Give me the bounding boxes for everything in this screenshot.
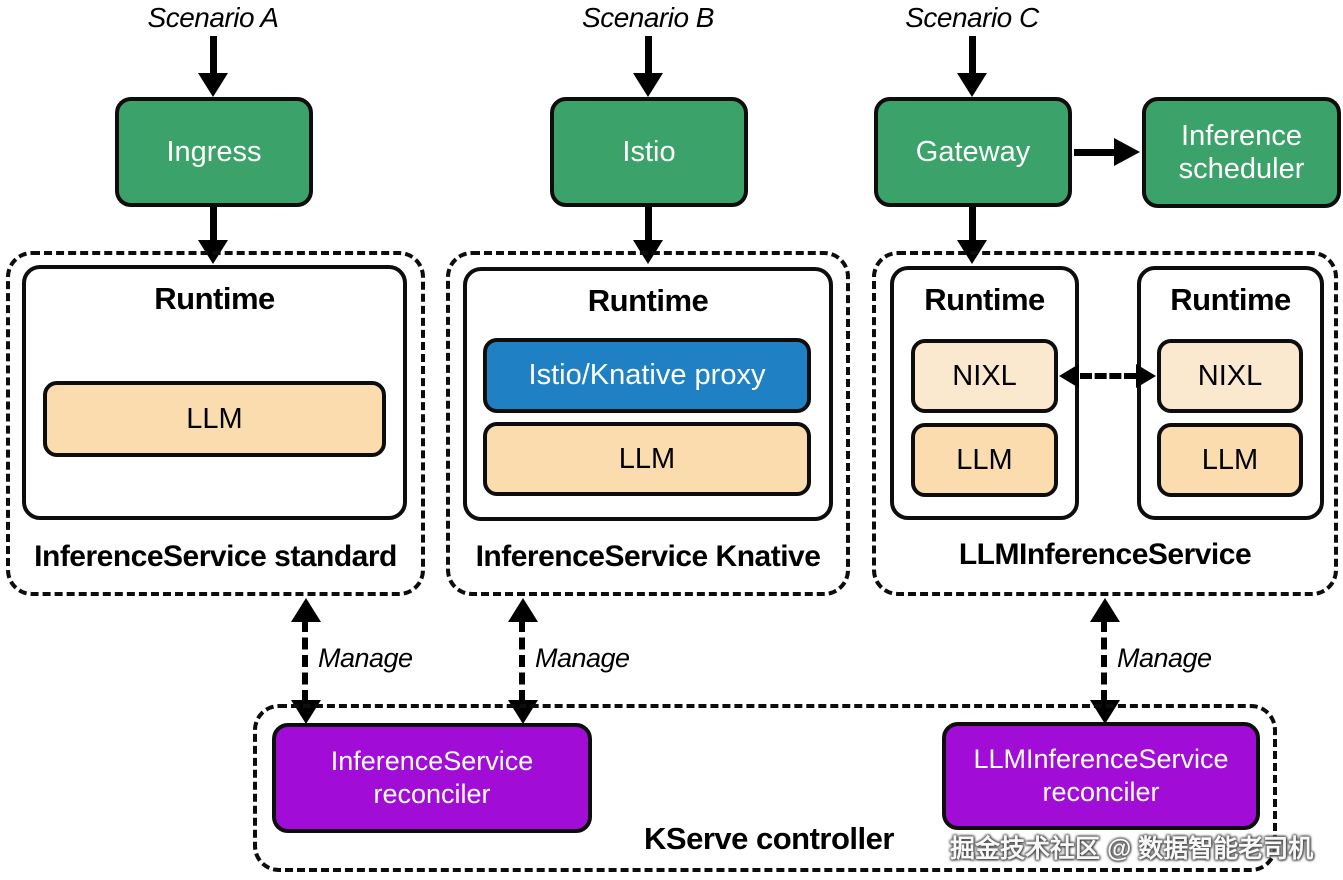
group-llminferenceservice	[872, 251, 1338, 596]
arrow-nixl-right-head	[1136, 364, 1156, 388]
arrow-gateway-scheduler-head	[1114, 138, 1140, 166]
arrow-scenario-c-shaft	[969, 36, 976, 76]
arrow-scenario-a-head	[198, 73, 228, 97]
group-label-kserve: KServe controller	[644, 821, 894, 856]
manage-label-3: Manage	[1117, 643, 1212, 673]
node-llm-llmis-1: LLM	[911, 423, 1058, 497]
manage-arrow-3-up-head	[1090, 598, 1120, 622]
manage-label-2: Manage	[535, 643, 630, 673]
arrow-scenario-b-shaft	[645, 36, 652, 76]
arrow-scenario-a-shaft	[210, 36, 217, 76]
runtime-title-standard: Runtime	[154, 281, 275, 316]
arrow-nixl-left-head	[1059, 364, 1079, 388]
arrow-gateway-runtime-shaft	[969, 207, 976, 243]
runtime-title-knative: Runtime	[587, 283, 709, 318]
node-llminferenceservice-reconciler: LLMInferenceService reconciler	[942, 722, 1260, 830]
group-inferenceservice-knative	[446, 251, 850, 596]
arrow-ingress-runtime-shaft	[210, 207, 217, 243]
node-istio: Istio	[550, 97, 748, 207]
manage-arrow-2-up-head	[508, 598, 538, 622]
group-label-llm-service: LLMInferenceService	[958, 538, 1252, 571]
group-kserve-controller	[253, 704, 1277, 872]
runtime-title-llmis-1: Runtime	[924, 282, 1045, 317]
scenario-a-label: Scenario A	[147, 2, 279, 33]
runtime-title-llmis-2: Runtime	[1170, 282, 1291, 317]
arrow-nixl-dashed-line	[1080, 373, 1136, 379]
node-nixl-2: NIXL	[1157, 339, 1303, 413]
arrow-istio-runtime-shaft	[645, 207, 652, 243]
node-inference-scheduler: Inference scheduler	[1142, 97, 1341, 208]
scenario-c-label: Scenario C	[905, 2, 1039, 33]
scenario-b-label: Scenario B	[582, 2, 714, 33]
group-label-knative: InferenceService Knative	[475, 540, 821, 573]
arrow-gateway-scheduler-shaft	[1074, 149, 1116, 156]
group-inferenceservice-standard	[6, 251, 425, 596]
node-ingress: Ingress	[115, 97, 313, 207]
manage-arrow-1-line	[302, 620, 308, 702]
node-gateway: Gateway	[874, 97, 1072, 207]
manage-arrow-2-line	[519, 620, 525, 702]
node-nixl-1: NIXL	[911, 339, 1058, 413]
node-llm-knative: LLM	[483, 422, 811, 496]
watermark-text: 掘金技术社区 @ 数据智能老司机	[950, 835, 1314, 863]
group-label-standard: InferenceService standard	[34, 540, 397, 573]
node-istio-knative-proxy: Istio/Knative proxy	[483, 338, 811, 413]
manage-arrow-3-line	[1101, 620, 1107, 702]
node-inferenceservice-reconciler: InferenceService reconciler	[272, 723, 592, 833]
manage-label-1: Manage	[318, 643, 413, 673]
node-llm-standard: LLM	[43, 381, 386, 457]
node-llm-llmis-2: LLM	[1157, 423, 1303, 497]
arrow-scenario-c-head	[957, 73, 987, 97]
manage-arrow-1-up-head	[291, 598, 321, 622]
arrow-scenario-b-head	[633, 73, 663, 97]
